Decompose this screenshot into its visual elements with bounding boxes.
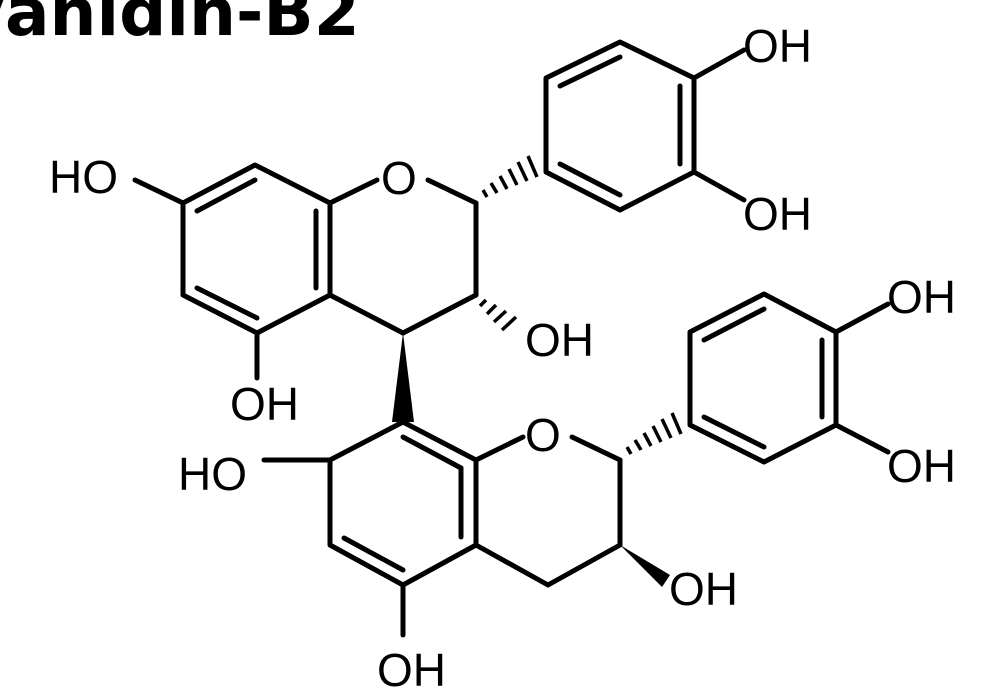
oh-upper-c5: OH <box>230 378 299 430</box>
lower-catechol-ring <box>687 291 891 465</box>
bond-to-oh-lower-catechol-upper <box>833 301 891 335</box>
bond-to-oh-upper <box>691 47 747 81</box>
oh-lower-c5: OH <box>377 644 446 693</box>
upper-catechol-ring <box>543 39 747 213</box>
hashed-bonds <box>478 155 683 455</box>
ho-lower-c7: HO <box>178 448 247 500</box>
upper-ring-c <box>327 177 479 336</box>
bond-to-oh-lower-catechol-lower <box>833 422 891 455</box>
stereo-bonds <box>392 333 670 587</box>
oh-bottom-catechol-lower: OH <box>887 440 956 492</box>
compound-title: yanidin-B2 <box>0 0 360 51</box>
atom-labels: OH OH HO O OH OH OH OH HO O OH OH <box>49 20 956 696</box>
oh-top-catechol-upper: OH <box>743 20 812 72</box>
o-upper-ring-c: O <box>381 152 417 204</box>
ho-upper-ring-a: HO <box>49 151 118 203</box>
oh-top-catechol-lower: OH <box>743 188 812 240</box>
oh-upper-c3: OH <box>525 314 594 366</box>
lower-ring-a <box>261 419 479 638</box>
bond-to-oh-lower <box>691 169 747 203</box>
lower-ring-c <box>473 434 623 588</box>
upper-ring-a <box>132 162 333 381</box>
oh-lower-c3: OH <box>669 563 738 615</box>
wedge-bond-c4-c8 <box>392 333 414 422</box>
bond-to-ho-upper <box>132 177 186 206</box>
wedge-bond-lower-c3-oh <box>620 545 670 587</box>
oh-bottom-catechol-upper: OH <box>887 271 956 323</box>
o-lower-ring-c: O <box>525 409 561 461</box>
